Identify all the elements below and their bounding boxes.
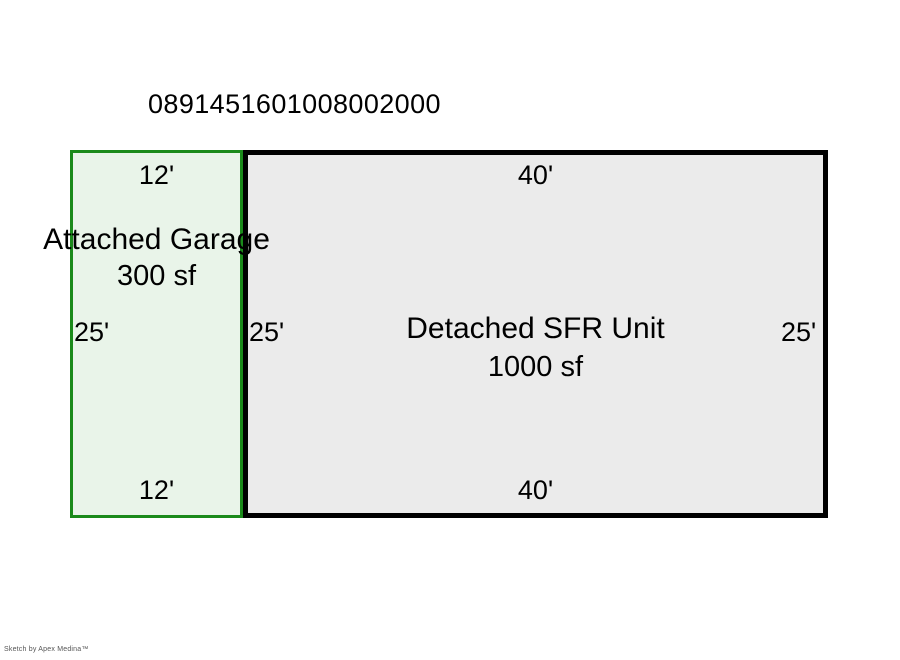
unit-label-block: Detached SFR Unit 1000 sf [243,310,828,386]
detached-sfr-unit-shape [243,150,828,518]
unit-right-dimension-label: 25' [781,317,817,347]
unit-area-label: 1000 sf [487,351,584,383]
unit-top-dimension-label: 40' [517,160,554,190]
unit-left-dimension-label: 25' [249,317,285,347]
unit-bottom-dimension-label: 40' [517,475,554,505]
garage-left-dimension-label: 25' [74,317,110,347]
attached-garage-shape [70,150,243,518]
unit-name-label: Detached SFR Unit [406,312,665,345]
sketch-attribution-watermark: Sketch by Apex Medina™ [4,646,89,653]
garage-bottom-dimension-label: 12' [138,475,175,505]
garage-top-dimension-label: 12' [138,160,175,190]
garage-name-label: Attached Garage [43,223,270,256]
garage-area-label: 300 sf [117,260,196,292]
garage-label-block: Attached Garage 300 sf [0,222,328,294]
page-title: 0891451601008002000 [148,89,441,119]
